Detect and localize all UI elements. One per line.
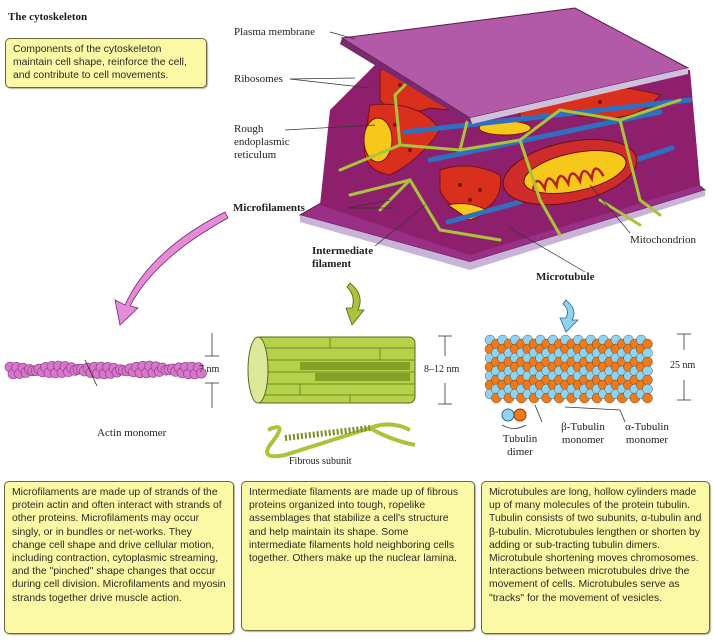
label-mitochondrion: Mitochondrion (630, 234, 696, 246)
tubulin-dimer-icon (501, 408, 527, 429)
label-intermediate-filament: Intermediate filament (312, 245, 374, 270)
intermediate-description: Intermediate filaments are made up of fi… (241, 481, 475, 631)
label-tubulin-dimer: Tubulin dimer (502, 433, 538, 458)
label-rough-er: Rough endoplasmic reticulum (234, 123, 290, 161)
tubulin-monomer (642, 347, 653, 359)
microtubule-arrow (559, 299, 579, 333)
tubulin-monomer (642, 338, 653, 350)
intro-box: Components of the cytoskeleton maintain … (5, 38, 207, 88)
label-fibrous-subunit: Fibrous subunit (289, 456, 352, 467)
label-beta-tubulin: β-Tubulin monomer (561, 421, 605, 446)
microtubule-dimension: 25 nm (670, 360, 696, 371)
actin-filament (4, 360, 207, 380)
actin-dimension-marker (84, 333, 219, 408)
label-ribosomes: Ribosomes (234, 73, 283, 85)
intermediate-bundle (247, 336, 416, 459)
microfilament-arrow (114, 211, 229, 326)
mitochondrion (502, 138, 638, 206)
actin-dimension: 7 nm (199, 364, 220, 375)
intermediate-dimension-marker (438, 335, 452, 405)
label-actin-monomer: Actin monomer (97, 427, 167, 439)
microtubule-cylinder (484, 334, 653, 404)
label-plasma-membrane: Plasma membrane (234, 26, 315, 38)
microtubule-description: Microtubules are long, hollow cylinders … (481, 481, 710, 634)
tubulin-monomer (642, 383, 653, 395)
label-microfilaments: Microfilaments (233, 202, 305, 214)
intermediate-arrow (345, 282, 365, 326)
actin-monomer-bead (196, 367, 207, 379)
leader-lines (284, 31, 631, 273)
label-microtubule: Microtubule (536, 271, 595, 283)
microfilament-description: Microfilaments are made up of strands of… (4, 481, 234, 634)
tubulin-monomer (642, 356, 653, 368)
microtubule-dimension-marker (534, 333, 691, 423)
label-alpha-tubulin: α-Tubulin monomer (625, 421, 669, 446)
intermediate-dimension: 8–12 nm (424, 364, 460, 375)
tubulin-monomer (642, 392, 653, 404)
tubulin-monomer (642, 374, 653, 386)
figure-title: The cytoskeleton (8, 11, 88, 23)
tubulin-monomer (642, 365, 653, 377)
